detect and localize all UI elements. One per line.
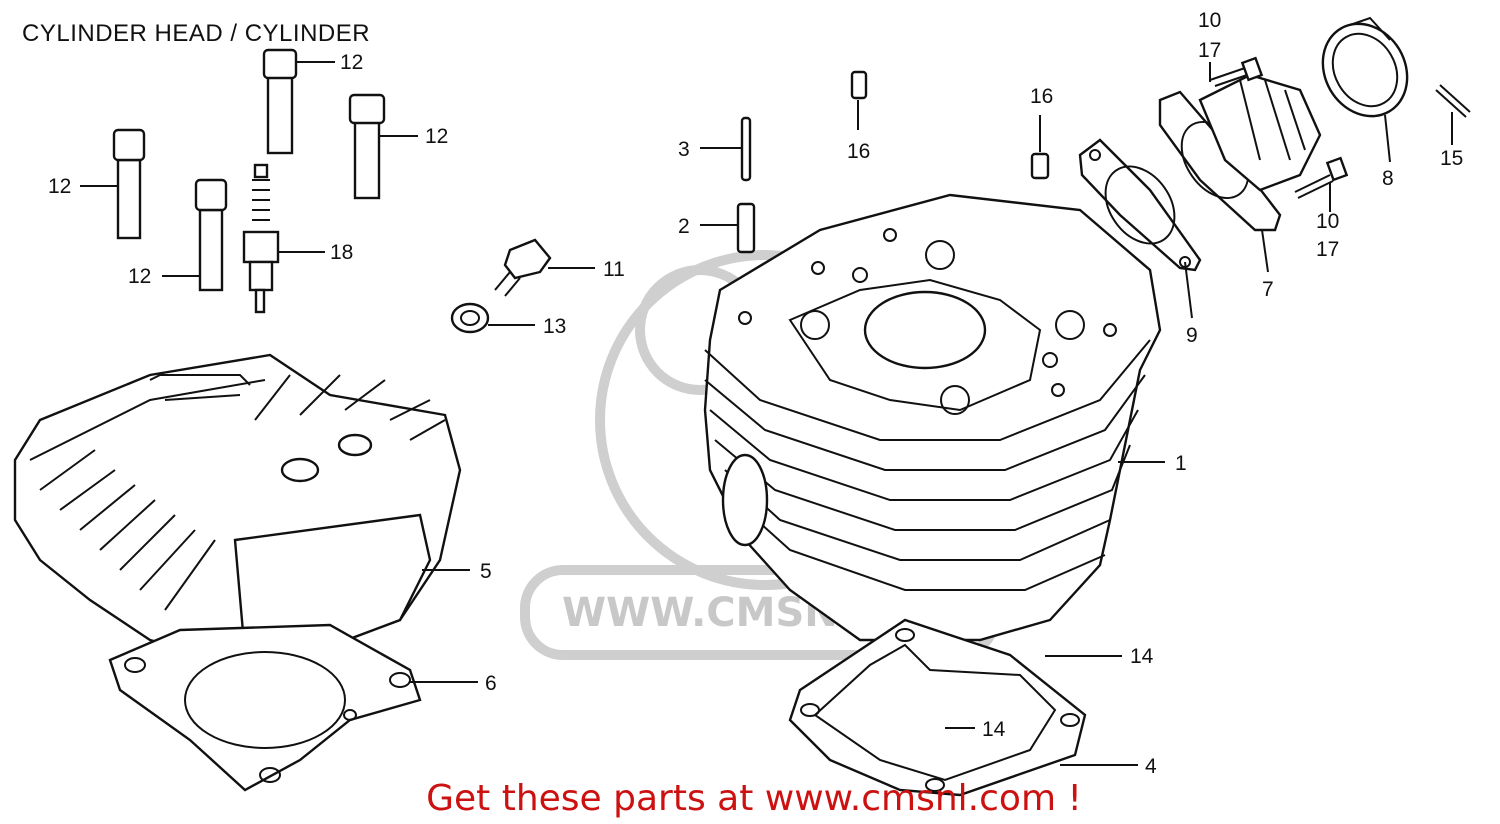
dowel-pins — [850, 70, 1050, 180]
callout-2: 2 — [678, 215, 690, 238]
callout-17-bottom: 17 — [1316, 238, 1339, 261]
drain-bolt — [450, 238, 552, 334]
intake-bolts — [1209, 56, 1471, 199]
callout-1: 1 — [1175, 452, 1187, 475]
diagram-title: CYLINDER HEAD / CYLINDER — [22, 20, 371, 47]
spark-plug — [242, 163, 280, 314]
callout-12-b: 12 — [425, 125, 448, 148]
callout-11: 11 — [603, 258, 625, 281]
intake-gasket — [1078, 138, 1202, 272]
callout-3: 3 — [678, 138, 690, 161]
callout-12-a: 12 — [340, 51, 363, 74]
footer-link[interactable]: Get these parts at www.cmsnl.com ! — [0, 778, 1500, 819]
callout-14-b: 14 — [982, 718, 1006, 741]
pins — [736, 116, 756, 254]
callout-7: 7 — [1262, 278, 1274, 301]
callout-5: 5 — [480, 560, 492, 583]
callout-4: 4 — [1145, 755, 1157, 778]
intake-pipe — [1158, 73, 1322, 232]
cylinder-body — [703, 193, 1162, 642]
callout-15: 15 — [1440, 147, 1463, 170]
head-bolts — [112, 48, 386, 292]
callout-6: 6 — [485, 672, 497, 695]
callout-12-d: 12 — [128, 265, 151, 288]
callout-10-top: 10 — [1198, 9, 1221, 32]
base-gasket — [788, 618, 1087, 797]
callout-16-b: 16 — [847, 140, 870, 163]
callout-18: 18 — [330, 241, 353, 264]
head-gasket — [108, 623, 422, 792]
callout-14-a: 14 — [1130, 645, 1154, 668]
callout-8: 8 — [1382, 167, 1394, 190]
hose-clamp — [1321, 16, 1409, 118]
callout-17-top: 17 — [1198, 39, 1221, 62]
callout-16-a: 16 — [1030, 85, 1053, 108]
callout-13: 13 — [543, 315, 566, 338]
callout-10-bottom: 10 — [1316, 210, 1339, 233]
cylinder-head — [13, 353, 462, 662]
footer-text[interactable]: Get these parts at www.cmsnl.com ! — [426, 778, 1082, 819]
leader-lines — [80, 61, 1453, 766]
callout-12-c: 12 — [48, 175, 71, 198]
callout-9: 9 — [1186, 324, 1198, 347]
